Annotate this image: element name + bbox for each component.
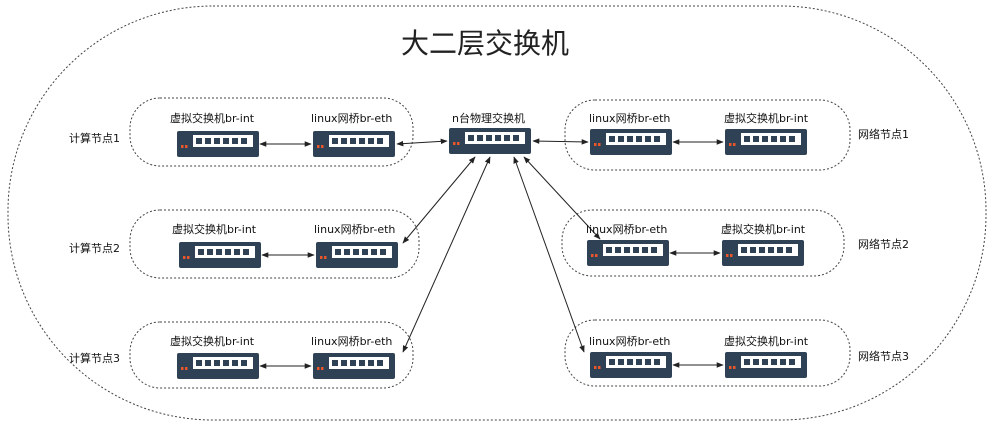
compute-node-name: 计算节点3 xyxy=(69,352,120,365)
bridge-label: linux网桥br-eth xyxy=(589,335,671,348)
bridge-label: linux网桥br-eth xyxy=(311,112,393,125)
network-switch-icon xyxy=(177,131,259,157)
outer-boundary xyxy=(7,5,987,421)
link xyxy=(402,156,476,244)
network-switch-icon xyxy=(179,242,261,268)
bridge-label: linux网桥br-eth xyxy=(589,112,671,125)
network-switch-icon xyxy=(590,129,672,155)
vswitch-label: 虚拟交换机br-int xyxy=(724,335,809,348)
link xyxy=(396,138,448,147)
bridge-label: linux网桥br-eth xyxy=(311,335,393,348)
network-switch-icon xyxy=(590,352,672,378)
network-node-name: 网络节点3 xyxy=(858,350,909,363)
vswitch-label: 虚拟交换机br-int xyxy=(170,335,255,348)
link xyxy=(402,156,491,353)
vswitch-label: 虚拟交换机br-int xyxy=(721,223,806,236)
network-node-name: 网络节点1 xyxy=(858,128,909,141)
network-switch-icon xyxy=(177,353,259,379)
network-switch-icon xyxy=(587,240,669,266)
link xyxy=(513,156,585,353)
network-node-name: 网络节点2 xyxy=(858,238,909,251)
compute-node-box xyxy=(129,321,414,389)
network-switch-icon xyxy=(313,131,395,157)
compute-node-name: 计算节点1 xyxy=(69,132,120,145)
vswitch-label: 虚拟交换机br-int xyxy=(172,223,257,236)
vswitch-label: 虚拟交换机br-int xyxy=(170,112,255,125)
diagram-title: 大二层交换机 xyxy=(400,27,569,60)
network-node-box xyxy=(564,99,851,171)
compute-node-box xyxy=(129,97,414,167)
network-node-box xyxy=(564,319,851,387)
bridge-label: linux网桥br-eth xyxy=(314,223,396,236)
physical-switch-label: n台物理交换机 xyxy=(452,112,525,125)
network-switch-icon xyxy=(725,129,807,155)
network-switch-icon xyxy=(316,242,398,268)
network-switch-icon xyxy=(449,128,531,154)
network-node-box xyxy=(561,209,845,277)
bridge-label: linux网桥br-eth xyxy=(586,223,668,236)
link xyxy=(532,138,589,145)
network-switch-icon xyxy=(722,240,804,266)
network-switch-icon xyxy=(725,352,807,378)
compute-node-name: 计算节点2 xyxy=(69,242,120,255)
network-switch-icon xyxy=(313,353,395,379)
vswitch-label: 虚拟交换机br-int xyxy=(724,112,809,125)
